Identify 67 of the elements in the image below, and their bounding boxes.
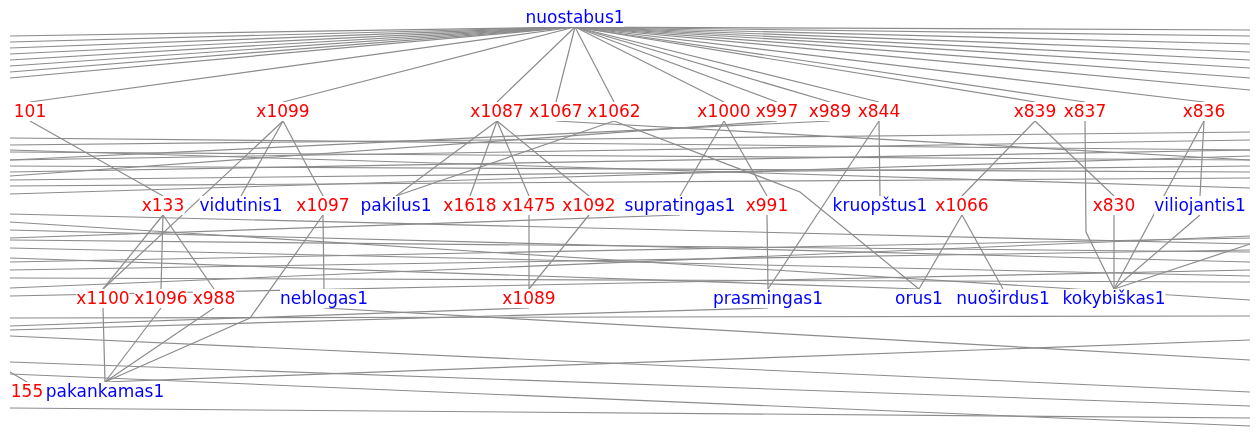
link-line	[29, 120, 164, 197]
link-line	[723, 120, 768, 197]
link-line	[679, 120, 725, 197]
link-line	[1113, 120, 1205, 290]
word-label: supratingas1	[624, 196, 736, 215]
link-line	[496, 120, 590, 197]
word-label: x1097	[296, 196, 350, 215]
word-label: x1062	[587, 102, 641, 121]
word-label: x997	[755, 102, 799, 121]
link-line	[555, 26, 576, 103]
link-line	[961, 214, 1004, 290]
word-label: x1000	[697, 102, 751, 121]
link-line	[1199, 120, 1205, 197]
word-label: x1099	[256, 102, 310, 121]
word-label: x839	[1013, 102, 1057, 121]
word-label: pakilus1	[360, 196, 432, 215]
word-label: x1096	[134, 289, 188, 308]
link-line	[240, 120, 284, 197]
link-line	[322, 214, 325, 290]
link-line	[766, 214, 769, 290]
link-line	[160, 214, 164, 290]
word-label: x1087	[470, 102, 524, 121]
link-line	[1113, 243, 1251, 290]
word-label: pakankamas1	[45, 382, 165, 401]
word-label: nuostabus1	[525, 8, 625, 27]
link-line	[162, 214, 215, 290]
link-line	[1113, 214, 1115, 290]
link-line	[767, 120, 880, 290]
link-line	[528, 214, 590, 290]
word-label: x1066	[935, 196, 989, 215]
word-label: 101	[13, 102, 47, 121]
word-label: viliojantis1	[1154, 196, 1246, 215]
word-label: neblogas1	[280, 289, 368, 308]
link-line	[961, 120, 1036, 197]
link-line	[1084, 120, 1115, 290]
link-line	[282, 120, 324, 197]
link-line	[395, 120, 498, 197]
word-label: x989	[808, 102, 852, 121]
link-line	[496, 26, 576, 103]
link-line	[104, 307, 215, 383]
word-label: x836	[1182, 102, 1226, 121]
link-line	[9, 257, 920, 290]
link-line	[102, 214, 164, 290]
word-label: prasmingas1	[713, 289, 823, 308]
link-line	[104, 307, 162, 383]
link-line	[104, 339, 1251, 383]
link-line	[469, 120, 498, 197]
word-label: x1067	[529, 102, 583, 121]
link-line	[528, 214, 530, 290]
link-line	[496, 120, 530, 197]
word-label: kokybiškas1	[1062, 289, 1166, 308]
link-line	[102, 307, 106, 383]
word-label: kruopštus1	[832, 196, 928, 215]
link-line	[1034, 120, 1115, 197]
word-label: x1092	[562, 196, 616, 215]
word-label: x1089	[502, 289, 556, 308]
link-line	[102, 120, 284, 290]
link-line	[395, 120, 615, 197]
link-line	[918, 214, 963, 290]
link-line	[613, 120, 920, 290]
word-label: x988	[192, 289, 236, 308]
link-line	[878, 120, 881, 197]
word-label: x844	[857, 102, 901, 121]
link-line	[9, 371, 28, 383]
link-line	[574, 26, 615, 103]
word-label: x133	[141, 196, 185, 215]
link-line	[1113, 214, 1201, 290]
